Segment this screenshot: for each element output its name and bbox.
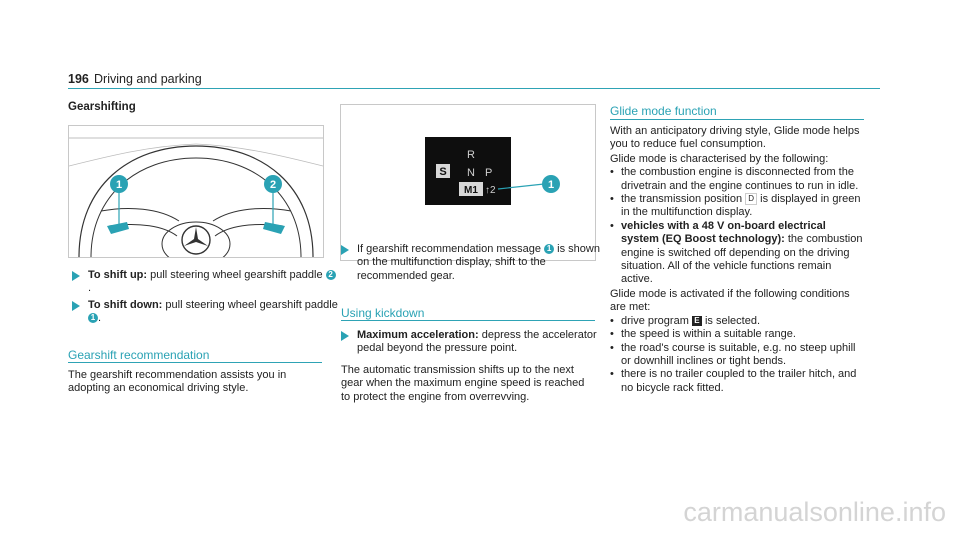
ref-1-icon: 1 xyxy=(544,244,555,254)
max-accel-text: depress the accelerator pedal beyond the… xyxy=(357,329,597,355)
step-arrow-icon xyxy=(72,271,80,281)
callout-2-icon xyxy=(264,175,282,193)
glide-bullet-3: vehicles with a 48 V on-board electrical… xyxy=(610,220,865,287)
shift-up-step: To shift up: pull steering wheel gearshi… xyxy=(72,269,338,296)
shift-down-label: To shift down: xyxy=(88,299,163,311)
max-accel-step: Maximum acceleration: depress the accele… xyxy=(341,329,611,356)
step-arrow-icon xyxy=(341,331,349,341)
cond-bullet-1: drive program E is selected. xyxy=(610,314,865,329)
gearshifting-heading: Gearshifting xyxy=(68,101,136,113)
callout-2-label: 2 xyxy=(270,179,276,191)
ref-2-icon: 2 xyxy=(325,270,336,280)
cond-bullet-4: there is no trailer coupled to the trail… xyxy=(610,368,865,395)
page-number: 196 xyxy=(68,72,89,86)
glide-char-intro: Glide mode is characterised by the follo… xyxy=(610,152,829,165)
kickdown-heading: Using kickdown xyxy=(341,306,425,320)
glide-rule xyxy=(610,119,864,120)
steering-wheel-illustration: 1 2 xyxy=(68,137,324,267)
shift-down-text: pull steering wheel gearshift paddle xyxy=(162,299,338,311)
c1-text-a: drive program xyxy=(621,314,692,327)
cond-bullet-3: the road's course is suitable, e.g. no s… xyxy=(610,342,865,369)
b3-bold: vehicles with a 48 V on-board electrical… xyxy=(621,219,826,246)
max-accel-label: Maximum acceleration: xyxy=(357,329,479,341)
steering-wheel-figure: 1 2 xyxy=(68,125,324,267)
upshift-label: ↑2 xyxy=(485,185,496,196)
gear-p-label: P xyxy=(485,167,492,179)
recommendation-rule xyxy=(68,362,322,363)
step-arrow-icon xyxy=(72,301,80,311)
cond-bullet-2: the speed is within a suitable range. xyxy=(610,328,865,342)
display-figure: S R N P M1 ↑2 1 xyxy=(340,104,596,261)
display-callout-label: 1 xyxy=(548,179,554,191)
right-paddle-icon xyxy=(263,222,285,234)
glide-bullet-1: the combustion engine is disconnected fr… xyxy=(610,166,865,193)
section-title: Driving and parking xyxy=(94,72,202,86)
left-paddle-icon xyxy=(107,222,129,234)
kickdown-text: The automatic transmission shifts up to … xyxy=(341,364,585,403)
drive-program-e-icon: E xyxy=(691,315,702,326)
step-arrow-icon xyxy=(341,245,349,255)
c1-text-b: is selected. xyxy=(701,314,761,327)
b2-text-a: the transmission position xyxy=(621,193,746,206)
gear-d-icon: D xyxy=(745,193,758,206)
glide-bullet-2: the transmission position D is displayed… xyxy=(610,193,865,220)
callout-1-label: 1 xyxy=(116,179,122,191)
b2-text-b: is displayed in green in the multifuncti… xyxy=(621,193,861,219)
gear-r-label: R xyxy=(467,149,475,161)
header-rule xyxy=(68,88,880,89)
rec-step-text-a: If gearshift recommendation message xyxy=(357,243,545,255)
recommendation-step: If gearshift recommendation message 1 is… xyxy=(341,243,607,283)
recommendation-heading: Gearshift recommendation xyxy=(68,348,210,362)
mode-s-label: S xyxy=(439,166,446,178)
gear-m1-label: M1 xyxy=(464,185,478,196)
glide-body: With an anticipatory driving style, Glid… xyxy=(610,125,865,395)
callout-1-icon xyxy=(542,175,560,193)
shift-up-end: . xyxy=(88,282,92,295)
multifunction-display-illustration: S R N P M1 ↑2 1 xyxy=(425,137,560,205)
watermark: carmanualsonline.info xyxy=(683,497,946,527)
shift-down-end: . xyxy=(98,312,102,325)
glide-cond-intro: Glide mode is activated if the following… xyxy=(610,287,850,314)
shift-up-text: pull steering wheel gearshift paddle xyxy=(147,269,326,281)
shift-down-step: To shift down: pull steering wheel gears… xyxy=(72,299,338,326)
shift-up-label: To shift up: xyxy=(88,269,148,281)
callout-1-icon xyxy=(110,175,128,193)
glide-heading: Glide mode function xyxy=(610,104,717,118)
ref-1-icon: 1 xyxy=(88,313,98,324)
rec-step-text-b: is shown on the multifunction display, s… xyxy=(357,243,600,282)
recommendation-text: The gearshift recommendation assists you… xyxy=(68,369,287,395)
kickdown-rule xyxy=(341,320,595,321)
gear-n-label: N xyxy=(467,167,475,179)
glide-intro: With an anticipatory driving style, Glid… xyxy=(610,125,860,151)
b3-text: the combustion engine is switched off de… xyxy=(621,233,863,286)
